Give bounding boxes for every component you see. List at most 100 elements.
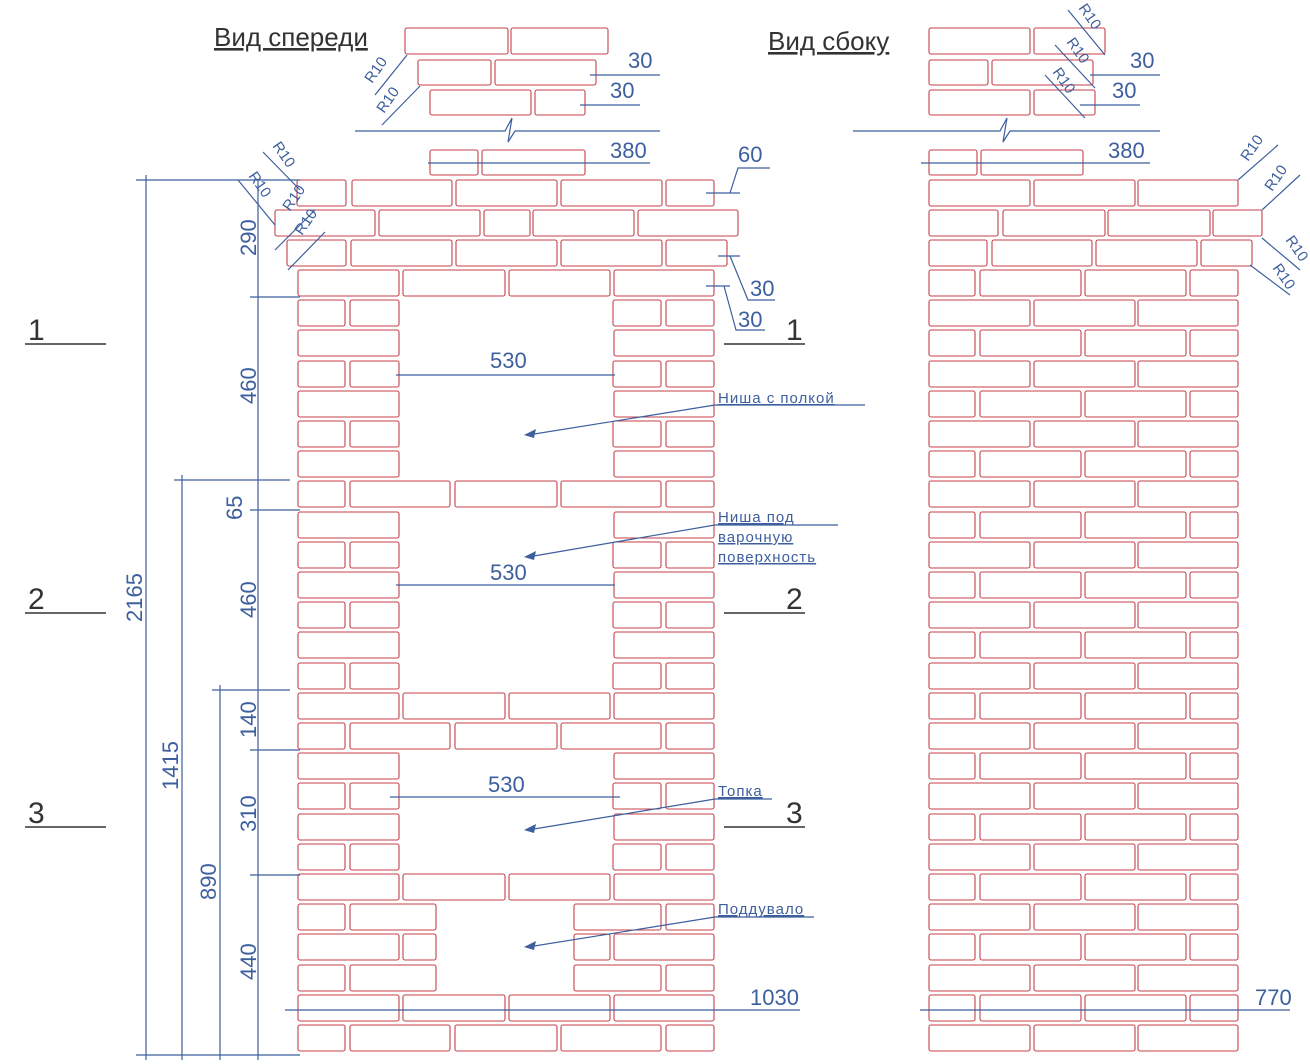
brick (349, 1024, 451, 1052)
brick (1137, 601, 1239, 629)
brick (928, 450, 976, 478)
dim-step: 30 (750, 276, 774, 301)
brick (349, 541, 400, 569)
brick (349, 480, 451, 508)
brick (928, 692, 976, 720)
brick (402, 692, 506, 720)
brick (1033, 903, 1136, 931)
brick (928, 179, 1031, 207)
brick (402, 873, 506, 901)
callout-niche-shelf: Ниша с полкой (718, 390, 835, 407)
brick (1084, 752, 1187, 780)
brick (508, 692, 611, 720)
brick (1137, 662, 1239, 690)
dim-890: 890 (196, 863, 221, 900)
front-view-title: Вид спереди (214, 22, 368, 52)
dim-shelf: 65 (222, 496, 247, 520)
brick (979, 994, 1082, 1022)
brick (1137, 964, 1239, 992)
brick (1137, 843, 1239, 871)
brick (1189, 450, 1239, 478)
brick (928, 59, 989, 86)
brick (928, 601, 1031, 629)
radius-callouts (237, 9, 1301, 296)
brick (349, 420, 400, 448)
brick (1189, 692, 1239, 720)
dim-140: 140 (236, 701, 261, 738)
brick (402, 994, 506, 1022)
brick (454, 480, 558, 508)
dim-chimney-front: 380 (610, 138, 647, 163)
brick (297, 269, 400, 297)
dim-step: 30 (738, 307, 762, 332)
brick (665, 601, 715, 629)
brick (979, 390, 1082, 418)
brick (297, 843, 346, 871)
brick (928, 269, 976, 297)
brick (494, 59, 597, 86)
brick (928, 1024, 1031, 1052)
brick (297, 692, 400, 720)
brick (1033, 1024, 1136, 1052)
brick (297, 1024, 346, 1052)
brick (532, 209, 635, 237)
brick (1189, 329, 1239, 357)
brick (665, 239, 728, 267)
brick (1084, 329, 1187, 357)
brick (1137, 782, 1239, 810)
brick (612, 360, 662, 388)
brick (613, 269, 715, 297)
brick (349, 964, 437, 992)
brick (404, 27, 509, 55)
radius-label: R10 (1049, 65, 1079, 97)
brick (297, 631, 400, 659)
brick (1189, 994, 1239, 1022)
brick (928, 631, 976, 659)
section-3-left: 3 (28, 797, 45, 830)
brick (1200, 239, 1253, 267)
brick (613, 933, 715, 961)
brick (928, 571, 976, 599)
radius-label: R10 (269, 139, 299, 171)
brick (665, 360, 715, 388)
brick (1033, 782, 1136, 810)
brick (1033, 299, 1136, 327)
callout-niche-hob-line2: варочную (718, 529, 793, 546)
brick (560, 179, 663, 207)
brick (665, 299, 715, 327)
brick (297, 964, 346, 992)
brick (928, 420, 1031, 448)
brick (665, 843, 715, 871)
brick (297, 299, 346, 327)
brick (613, 631, 715, 659)
section-3-right: 3 (786, 797, 803, 830)
brick (297, 420, 346, 448)
callout-leaders (524, 404, 865, 950)
section-markers (25, 343, 805, 828)
brick (560, 480, 662, 508)
section-1-right: 1 (786, 314, 803, 347)
brick (991, 59, 1094, 86)
brick (573, 903, 662, 931)
brick (979, 571, 1082, 599)
brick (274, 209, 376, 237)
brick (1033, 420, 1136, 448)
brick (665, 480, 715, 508)
brick (297, 722, 346, 750)
brick (1137, 1024, 1239, 1052)
brick (508, 994, 611, 1022)
brick (928, 480, 1031, 508)
brickwork (274, 27, 1263, 1052)
brick (928, 329, 976, 357)
dim-firebox: 310 (236, 795, 261, 832)
brick (979, 692, 1082, 720)
brick (612, 782, 662, 810)
brick (402, 269, 506, 297)
brick (979, 933, 1082, 961)
brick (665, 722, 715, 750)
brick (613, 571, 715, 599)
brick (560, 239, 663, 267)
break-line (853, 117, 1160, 143)
brick (612, 420, 662, 448)
brick (573, 964, 662, 992)
